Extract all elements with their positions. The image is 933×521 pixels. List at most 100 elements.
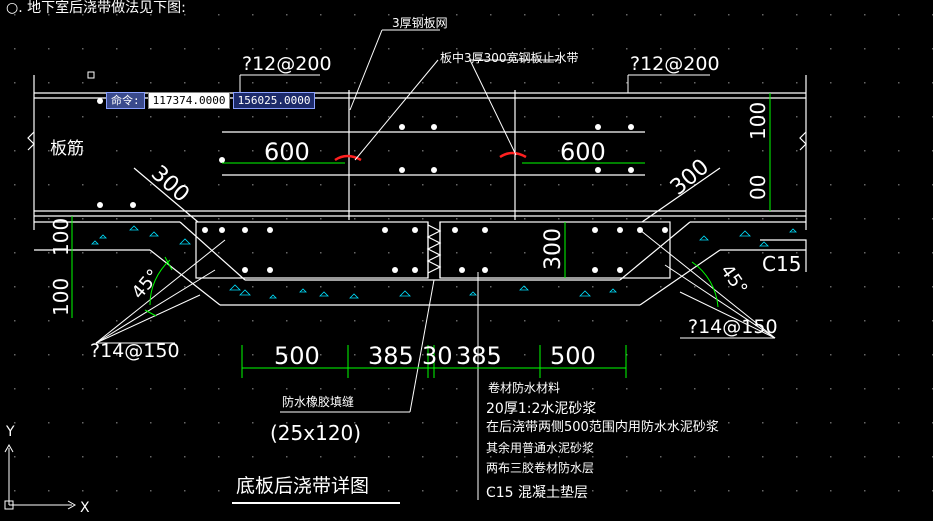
layer-note: 两布三胶卷材防水层 xyxy=(486,460,594,475)
grid-dot xyxy=(252,252,254,254)
grid-dot xyxy=(456,48,458,50)
grid-dot xyxy=(524,252,526,254)
grid-dot xyxy=(82,354,84,356)
grid-dot xyxy=(286,388,288,390)
grid-dot xyxy=(558,354,560,356)
grid-dot xyxy=(490,252,492,254)
layer-note: 卷材防水材料 xyxy=(488,380,560,395)
grid-dot xyxy=(660,252,662,254)
grid-dot xyxy=(558,286,560,288)
grid-dot xyxy=(490,116,492,118)
grid-dot xyxy=(388,422,390,424)
grid-dot xyxy=(116,422,118,424)
grid-dot xyxy=(694,14,696,16)
grid-dot xyxy=(626,422,628,424)
dim-100-left-b: 100 xyxy=(49,278,73,316)
grid-dot xyxy=(218,320,220,322)
grip-square[interactable] xyxy=(87,71,95,79)
grid-dot xyxy=(456,82,458,84)
hatch-mark xyxy=(129,225,139,231)
rebar-dot xyxy=(431,167,437,173)
label-mesh: 3厚钢板网 xyxy=(392,16,448,30)
grid-dot xyxy=(898,184,900,186)
hatch-mark xyxy=(739,230,751,237)
grid-dot xyxy=(864,218,866,220)
grid-dot xyxy=(422,184,424,186)
grid-dot xyxy=(694,456,696,458)
grid-dot xyxy=(490,388,492,390)
grid-dot xyxy=(728,218,730,220)
label-rebar-right: ?12@200 xyxy=(630,53,720,75)
grid-dot xyxy=(184,116,186,118)
grid-dot xyxy=(150,184,152,186)
hatch-mark xyxy=(99,234,107,239)
grid-dot xyxy=(320,354,322,356)
grid-dot xyxy=(184,218,186,220)
grid-dot xyxy=(830,422,832,424)
grid-dot xyxy=(82,48,84,50)
grid-dot xyxy=(626,82,628,84)
coord-x-input[interactable]: 117374.0000 xyxy=(147,92,230,109)
grid-dot xyxy=(252,116,254,118)
grid-dot xyxy=(422,82,424,84)
grid-dot xyxy=(388,116,390,118)
grid-dot xyxy=(728,48,730,50)
rebar-dot xyxy=(452,227,458,233)
grid-dot xyxy=(422,490,424,492)
grid-dot xyxy=(286,14,288,16)
grid-dot xyxy=(626,252,628,254)
grid-dot xyxy=(626,456,628,458)
grid-dot xyxy=(184,422,186,424)
grid-dot xyxy=(592,48,594,50)
grid-dot xyxy=(456,456,458,458)
grid-dot xyxy=(864,252,866,254)
grid-dot xyxy=(354,354,356,356)
grid-dot xyxy=(320,456,322,458)
grid-dot xyxy=(524,490,526,492)
rebar-dot xyxy=(130,202,136,208)
grid-dot xyxy=(490,286,492,288)
rebar-dot xyxy=(592,267,598,273)
grid-dot xyxy=(490,490,492,492)
rebar-dot xyxy=(482,227,488,233)
grid-dot xyxy=(558,456,560,458)
grid-dot xyxy=(490,184,492,186)
grid-dot xyxy=(388,354,390,356)
grid-dot xyxy=(150,490,152,492)
grid-dot xyxy=(490,422,492,424)
grid-dot xyxy=(218,82,220,84)
grid-dot xyxy=(388,286,390,288)
grid-dot xyxy=(864,286,866,288)
grid-dot xyxy=(728,320,730,322)
grid-dot xyxy=(82,286,84,288)
grid-dot xyxy=(592,14,594,16)
hatch-mark xyxy=(579,290,591,297)
grid-dot xyxy=(354,14,356,16)
rebar-dot xyxy=(431,124,437,130)
rebar-dot xyxy=(595,124,601,130)
grid-dot xyxy=(830,14,832,16)
grid-dot xyxy=(830,82,832,84)
grid-dot xyxy=(320,184,322,186)
grid-dot xyxy=(660,456,662,458)
grid-dot xyxy=(422,286,424,288)
rebar-dot xyxy=(662,227,668,233)
rebar-dot xyxy=(399,124,405,130)
grid-dot xyxy=(354,48,356,50)
rebar-dot xyxy=(97,202,103,208)
grid-dot xyxy=(252,388,254,390)
coord-y-input[interactable]: 156025.0000 xyxy=(232,92,315,109)
grid-dot xyxy=(830,184,832,186)
grid-dot xyxy=(864,184,866,186)
grid-dot xyxy=(320,14,322,16)
grid-dot xyxy=(762,286,764,288)
grid-dot xyxy=(796,252,798,254)
grid-dot xyxy=(456,252,458,254)
grid-dot xyxy=(694,422,696,424)
grid-dot xyxy=(830,388,832,390)
grid-dot xyxy=(184,150,186,152)
grid-dot xyxy=(252,14,254,16)
grid-dot xyxy=(218,388,220,390)
grid-dot xyxy=(490,218,492,220)
